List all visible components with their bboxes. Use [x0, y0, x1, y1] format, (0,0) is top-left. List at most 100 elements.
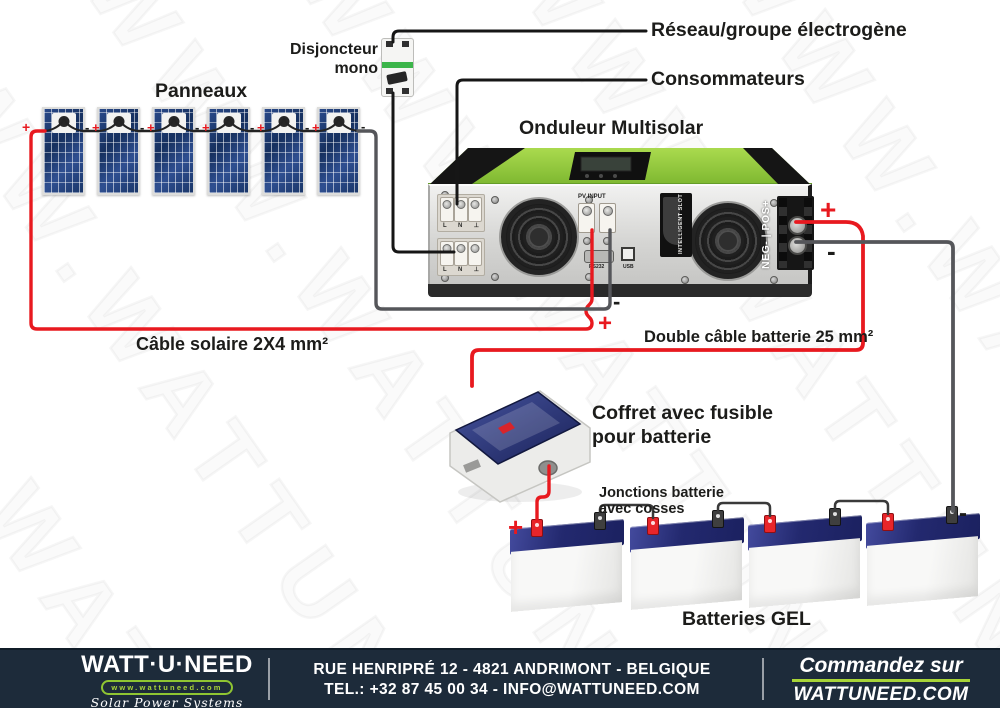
polarity-minus: -	[305, 120, 310, 135]
neg-pos-label: NEG- | POS+	[760, 200, 772, 269]
terminal-label-l: L	[443, 223, 447, 229]
battery-terminal-negative	[829, 508, 841, 526]
polarity-plus: +	[598, 310, 613, 337]
polarity-minus: -	[827, 236, 836, 266]
polarity-plus: +	[202, 120, 210, 135]
inverter-top	[428, 148, 812, 186]
solar-panel	[152, 107, 195, 195]
usb-port	[621, 247, 635, 261]
junction-box	[216, 113, 241, 133]
grid-label: Réseau/groupe électrogène	[651, 19, 907, 41]
pv-input-label: PV INPUT	[578, 194, 606, 200]
breaker-terminal	[402, 41, 409, 47]
terminal-label-ground: ⊥	[473, 223, 479, 229]
polarity-plus: +	[312, 120, 320, 135]
cooling-fan	[501, 199, 577, 275]
breaker-label: Disjoncteur mono	[270, 41, 378, 78]
breaker-terminal	[386, 88, 393, 94]
solar-panel	[97, 107, 140, 195]
battery-positive-terminal	[788, 216, 807, 235]
cooling-fan	[690, 203, 766, 279]
terminal-connector	[468, 197, 482, 222]
gel-battery	[510, 518, 624, 613]
breaker-toggle	[386, 71, 408, 85]
screw-icon	[583, 237, 591, 245]
solar-panel	[262, 107, 305, 195]
wattuneed-logo: WATT·U·NEED www.wattuneed.com Solar Powe…	[62, 653, 272, 708]
polarity-minus: -	[361, 119, 366, 134]
polarity-plus: +	[820, 194, 837, 225]
wire-battery-negative	[794, 240, 955, 513]
battery-terminal-positive	[531, 519, 543, 537]
junctions-label-line1: Jonctions batterie	[599, 485, 724, 501]
battery-negative-terminal	[788, 236, 807, 255]
junction-box	[51, 113, 76, 133]
fusebox-label-line2: pour batterie	[592, 426, 712, 448]
battery-terminal-positive	[764, 515, 776, 533]
intelligent-slot-label: INTELLIGENT SLOT	[678, 193, 684, 254]
circuit-breaker	[381, 38, 414, 97]
junction-box	[326, 113, 351, 133]
fusebox-label: Coffret avec fusible pour batterie	[592, 401, 773, 449]
solar-panel	[317, 107, 360, 195]
ac-input-terminals: L N ⊥	[437, 194, 485, 232]
intelligent-slot	[660, 193, 692, 257]
rs232-label: RS232	[589, 264, 605, 270]
battery-terminal-positive	[647, 517, 659, 535]
junction-box	[161, 113, 186, 133]
wire-grid-to-breaker	[391, 29, 648, 44]
fusebox-label-line1: Coffret avec fusible	[592, 402, 773, 424]
inverter-label: Onduleur Multisolar	[519, 117, 704, 139]
polarity-minus: -	[250, 120, 255, 135]
breaker-terminal	[386, 41, 393, 47]
logo-title: WATT·U·NEED	[81, 651, 253, 678]
ac-output-terminals: L N ⊥	[437, 238, 485, 276]
terminal-connector	[440, 197, 454, 222]
battery-terminal-positive	[882, 513, 894, 531]
breaker-terminal	[402, 88, 409, 94]
pv-negative-terminal	[599, 203, 616, 233]
battery-fuse-box	[449, 390, 591, 503]
panels-label: Panneaux	[155, 80, 248, 102]
footer-address: RUE HENRIPRÉ 12 - 4821 ANDRIMONT - BELGI…	[313, 661, 711, 678]
polarity-minus: -	[959, 500, 967, 527]
solar-panel	[42, 107, 85, 195]
screw-icon	[491, 196, 499, 204]
usb-label: USB	[623, 264, 634, 270]
footer-contact: TEL.: +32 87 45 00 34 - INFO@WATTUNEED.C…	[324, 681, 700, 698]
screw-icon	[681, 276, 689, 284]
screw-icon	[491, 273, 499, 281]
battery-body	[867, 536, 978, 606]
junctions-label-line2: avec cosses	[599, 500, 685, 517]
battery-body	[511, 542, 622, 612]
footer-divider	[762, 658, 764, 700]
screw-icon	[603, 237, 611, 245]
terminal-label-n: N	[458, 267, 463, 273]
polarity-minus: -	[195, 120, 200, 135]
screw-icon	[585, 273, 593, 281]
polarity-plus: +	[257, 120, 265, 135]
rs232-port	[584, 250, 614, 263]
solar-cable-label: Câble solaire 2X4 mm²	[136, 334, 329, 354]
polarity-minus: -	[85, 120, 90, 135]
terminal-connector	[440, 241, 454, 266]
footer-contact-block: RUE HENRIPRÉ 12 - 4821 ANDRIMONT - BELGI…	[292, 660, 732, 700]
terminal-label-n: N	[458, 223, 463, 229]
solar-panel	[207, 107, 250, 195]
consumers-label: Consommateurs	[651, 68, 805, 90]
footer-bar: WATT·U·NEED www.wattuneed.com Solar Powe…	[0, 648, 1000, 708]
terminal-label-l: L	[443, 267, 447, 273]
terminal-connector	[454, 241, 468, 266]
terminal-connector	[468, 241, 482, 266]
screw-icon	[770, 276, 778, 284]
junction-box	[271, 113, 296, 133]
logo-tagline: Solar Power Systems	[90, 695, 244, 708]
order-site: WATTUNEED.COM	[793, 683, 969, 705]
battery-body	[749, 538, 860, 608]
breaker-label-line2: mono	[334, 59, 378, 77]
battery-body	[631, 540, 742, 610]
battery-cable-label: Double câble batterie 25 mm²	[644, 328, 874, 346]
batteries-label: Batteries GEL	[682, 608, 811, 630]
polarity-plus: +	[22, 119, 31, 135]
